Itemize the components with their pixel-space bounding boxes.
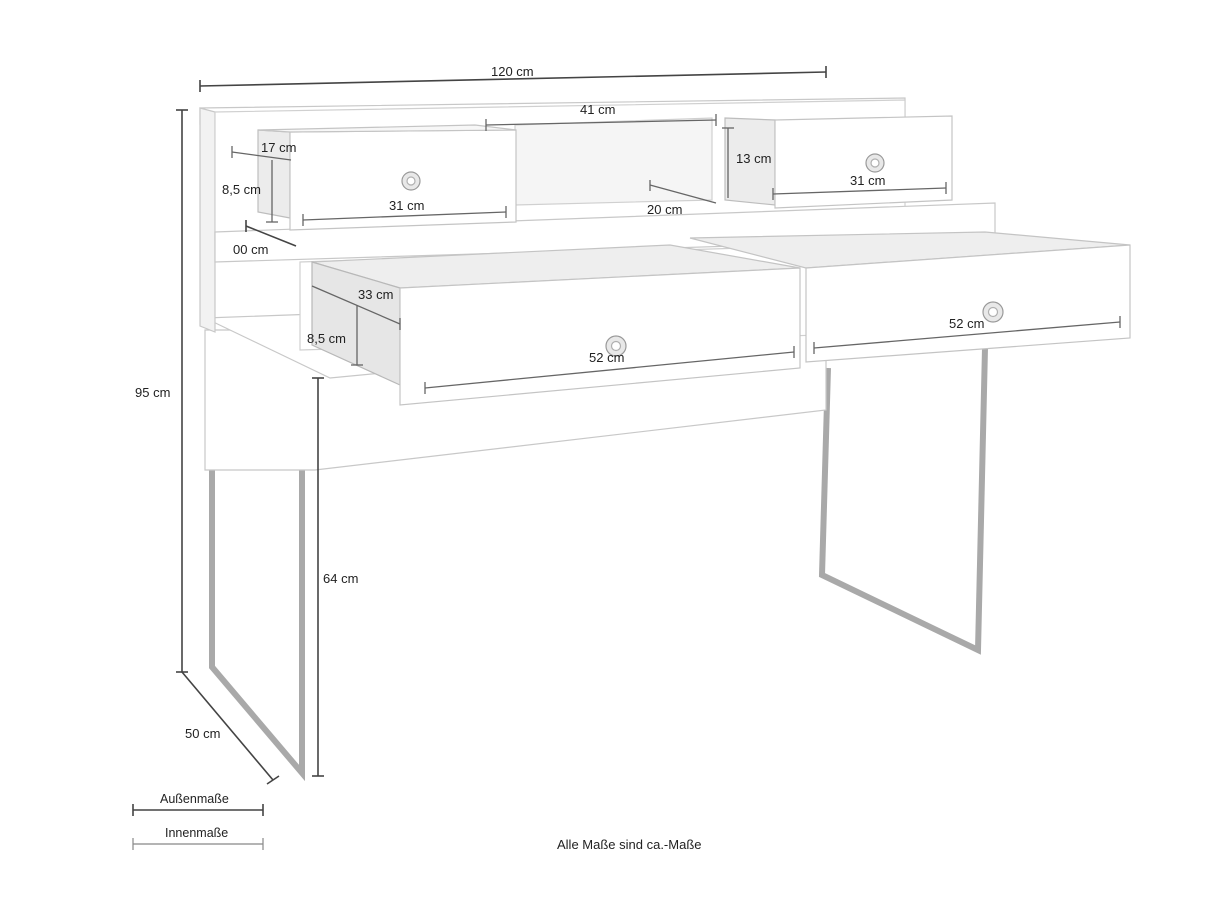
shelf-width-line — [485, 119, 717, 126]
legend-inner-line — [132, 838, 264, 850]
open-shelf-cavity — [514, 117, 713, 206]
legend: Außenmaße Innenmaße — [132, 792, 264, 850]
top-left-width-line — [302, 211, 507, 221]
lower-right-width-line — [813, 321, 1121, 349]
lower-left-knob-highlight — [610, 340, 622, 352]
legend-outer-label: Außenmaße — [160, 792, 229, 806]
depth-dimension-line — [181, 671, 274, 781]
width-dimension-line — [199, 71, 827, 87]
height-label: 95 cm — [135, 385, 170, 400]
top-left-height-label: 8,5 cm — [222, 182, 261, 197]
lower-depth-label: 33 cm — [358, 287, 393, 302]
riser-depth-dimension-line — [245, 225, 297, 247]
lower-left-width-line — [424, 351, 795, 389]
lower-left-drawer-front — [399, 267, 801, 406]
lower-left-width-label: 52 cm — [589, 350, 624, 365]
top-left-drawer-top — [257, 124, 517, 133]
shelf-width-label: 41 cm — [580, 102, 615, 117]
lower-right-drawer — [689, 231, 1131, 363]
desk-illustration — [199, 97, 1131, 782]
right-leg — [818, 347, 988, 655]
top-right-drawer — [724, 115, 953, 209]
depth-label: 50 cm — [185, 726, 220, 741]
top-left-width-label: 31 cm — [389, 198, 424, 213]
top-right-knob-highlight — [870, 158, 880, 168]
top-right-drawer-front — [774, 115, 953, 209]
width-label: 120 cm — [491, 64, 534, 79]
depth-tick-end — [266, 775, 280, 785]
lower-height-label: 8,5 cm — [307, 331, 346, 346]
approximate-note: Alle Maße sind ca.-Maße — [557, 837, 702, 852]
shelf-depth-label: 20 cm — [647, 202, 682, 217]
top-left-knob-highlight — [406, 176, 416, 186]
legend-inner-label: Innenmaße — [165, 826, 228, 840]
legend-outer-line — [132, 804, 264, 816]
lower-right-knob-highlight — [987, 306, 999, 318]
riser-depth-label: 00 cm — [233, 242, 268, 257]
top-right-width-label: 31 cm — [850, 173, 885, 188]
lower-right-width-label: 52 cm — [949, 316, 984, 331]
lower-right-drawer-front — [805, 244, 1131, 363]
shelf-depth-line — [649, 184, 717, 204]
top-right-width-line — [772, 187, 947, 195]
hutch-left-side — [199, 107, 216, 333]
dimension-labels: 120 cm 95 cm 50 cm 64 cm 41 cm 20 cm 17 … — [135, 64, 984, 741]
lower-left-drawer — [311, 244, 801, 406]
top-left-depth-label: 17 cm — [261, 140, 296, 155]
inner-dimension-lines — [231, 114, 1121, 394]
outer-dimension-lines — [176, 66, 827, 785]
top-left-drawer — [257, 124, 517, 231]
top-right-height-label: 13 cm — [736, 151, 771, 166]
top-left-depth-line — [231, 151, 292, 161]
lower-depth-line — [311, 285, 401, 325]
leg-height-label: 64 cm — [323, 571, 358, 586]
